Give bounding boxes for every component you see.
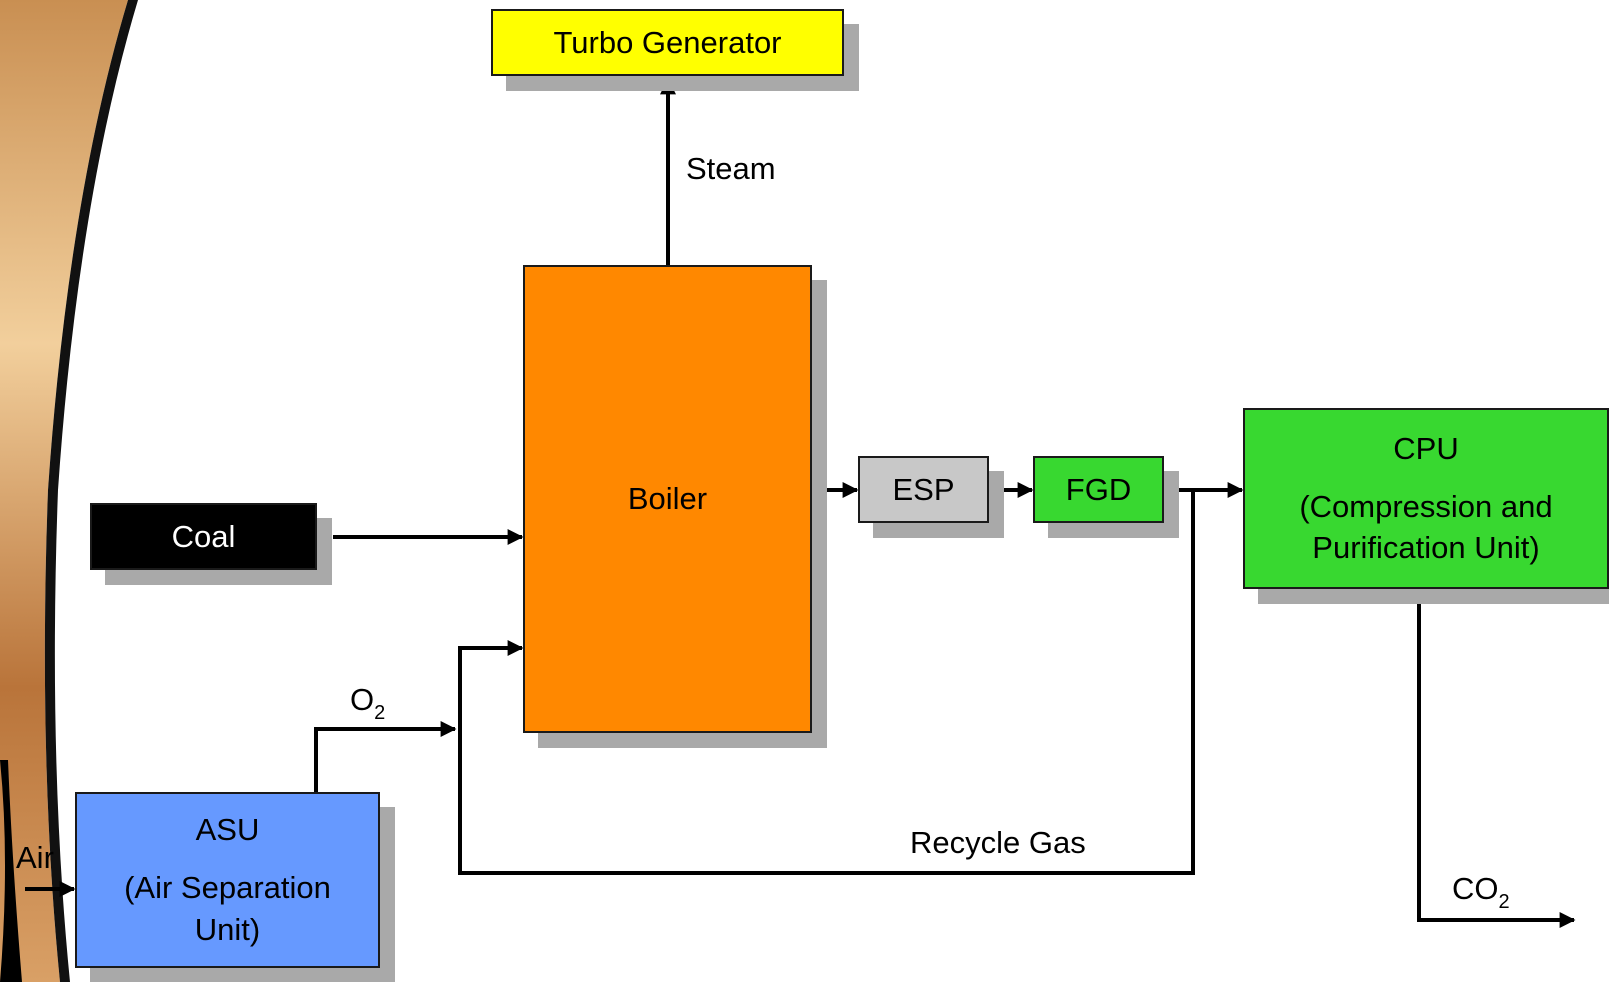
recycle-gas-flow (458, 490, 1195, 875)
co2-label: CO2 (1452, 871, 1510, 913)
coal-label: Coal (171, 518, 236, 554)
esp-label: ESP (892, 471, 955, 507)
o2-label: O2 (350, 682, 385, 724)
cpu-box: CPU (Compression and Purification Unit) (1243, 408, 1609, 589)
boiler-box: Boiler (523, 265, 812, 733)
panel-edge-decoration (44, 0, 138, 982)
asu-line-2: Unit) (194, 911, 261, 947)
co2-flow (1417, 589, 1576, 928)
turbo-generator-box: Turbo Generator (491, 9, 844, 76)
fgd-label: FGD (1065, 471, 1132, 507)
panel-shadow-decoration (0, 760, 22, 982)
asu-title: ASU (195, 812, 260, 848)
asu-box: ASU (Air Separation Unit) (75, 792, 380, 968)
co2-label-main: CO (1452, 871, 1499, 906)
wood-panel-decoration (0, 0, 128, 982)
recycle-gas-label: Recycle Gas (910, 825, 1086, 860)
boiler-label: Boiler (627, 481, 708, 517)
cpu-title: CPU (1393, 430, 1459, 466)
cpu-line-1: (Compression and (1299, 488, 1553, 524)
esp-box: ESP (858, 456, 989, 523)
air-label: Air (16, 840, 54, 875)
o2-label-main: O (350, 682, 375, 717)
co2-label-subscript: 2 (1498, 891, 1510, 913)
asu-line-1: (Air Separation (124, 870, 331, 906)
o2-label-subscript: 2 (374, 702, 386, 724)
fgd-box: FGD (1033, 456, 1164, 523)
coal-box: Coal (90, 503, 317, 570)
steam-label: Steam (686, 151, 776, 186)
cpu-line-2: Purification Unit) (1312, 530, 1540, 566)
turbo-generator-label: Turbo Generator (553, 24, 782, 60)
o2-flow (314, 721, 457, 792)
